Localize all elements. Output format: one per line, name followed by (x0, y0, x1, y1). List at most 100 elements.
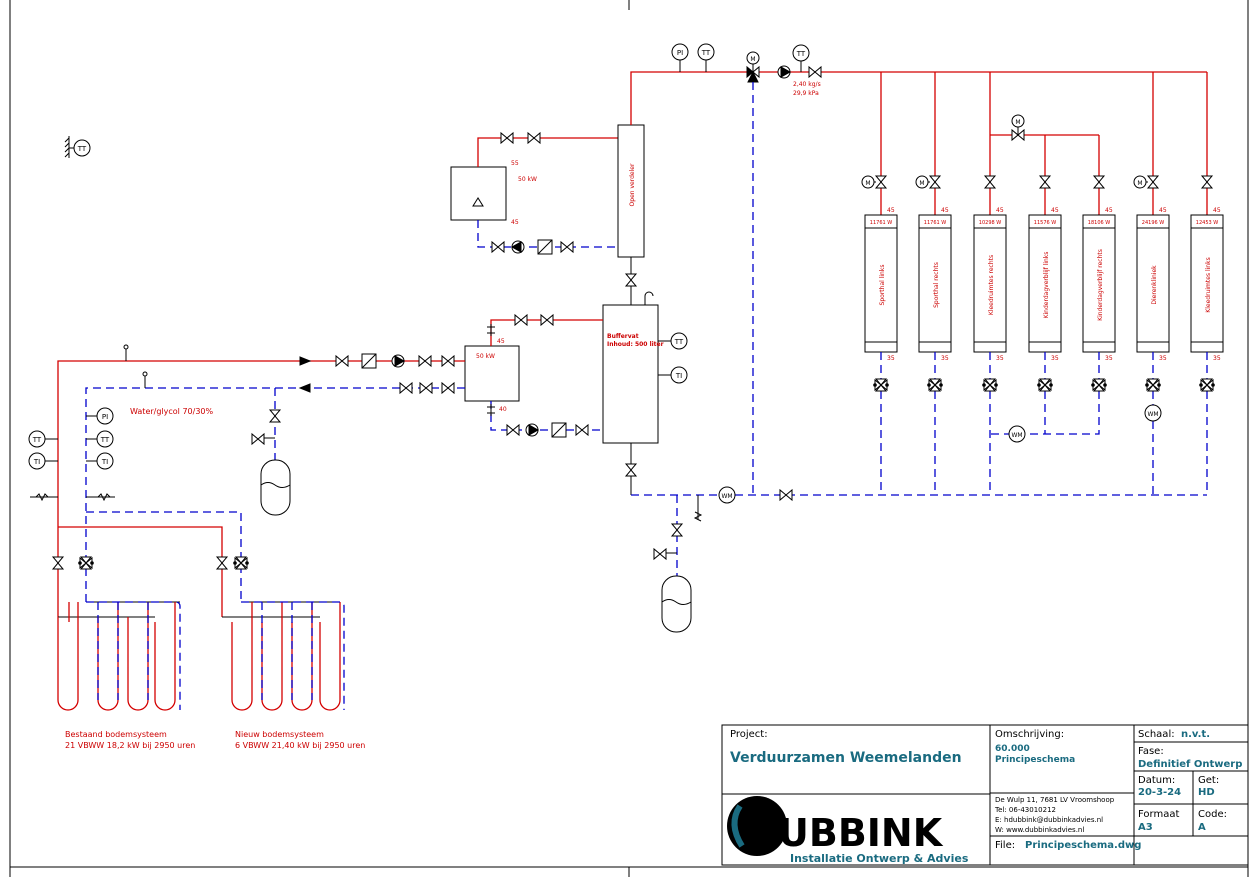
svg-text:PI: PI (677, 49, 683, 57)
glycol-tt-supply: TT (28, 430, 58, 448)
group-1: M 11761 W Sporthal rechts 45 35 (915, 72, 952, 495)
svg-text:Open verdeler: Open verdeler (629, 163, 636, 206)
svg-text:Dierenkliniek: Dierenkliniek (1151, 265, 1158, 305)
svg-text:Principeschema: Principeschema (995, 755, 1075, 765)
soil-loops-existing (57, 601, 181, 711)
svg-text:50 kW: 50 kW (476, 353, 495, 360)
svg-text:File:: File: (995, 840, 1015, 851)
soil-loops-new (222, 601, 345, 711)
expansion-vessel-right (653, 547, 692, 633)
svg-text:21 VBWW 18,2 kW bij 2950: 21 VBWW 18,2 kW bij 2950 uren (65, 741, 195, 750)
svg-text:TI: TI (33, 458, 40, 466)
svg-text:35: 35 (1105, 355, 1113, 362)
svg-text:45: 45 (497, 338, 505, 345)
svg-text:10298 W: 10298 W (979, 220, 1001, 226)
svg-text:35: 35 (1051, 355, 1059, 362)
svg-text:35: 35 (996, 355, 1004, 362)
svg-text:Code:: Code: (1198, 809, 1227, 820)
svg-text:TT: TT (100, 436, 110, 444)
svg-text:Inhoud: 500 liter: Inhoud: 500 liter (607, 341, 664, 348)
group-water-meter: WM (1008, 425, 1026, 443)
svg-text:Sporthal links: Sporthal links (879, 265, 886, 306)
top-tt-sensor: TT (697, 43, 715, 72)
svg-text:Fase:: Fase: (1138, 746, 1164, 757)
flow-meter-tt: TT 2,40 kg/s 29,9 kPa (792, 44, 821, 97)
outdoor-temperature-sensor: TT (64, 136, 91, 158)
svg-text:6 VBWW 21,40 kW bij 2950: 6 VBWW 21,40 kW bij 2950 uren (235, 741, 365, 750)
svg-text:TT: TT (674, 338, 684, 346)
svg-text:45: 45 (941, 207, 949, 214)
svg-text:60.000: 60.000 (995, 744, 1030, 754)
group-0: M 11761 W Sporthal links 45 35 (861, 72, 898, 495)
glycol-tt-return: TT (86, 430, 114, 448)
svg-text:Principeschema.dwg: Principeschema.dwg (1025, 840, 1141, 851)
svg-text:Verduurzamen Weemelanden: Verduurzamen Weemelanden (730, 750, 962, 766)
svg-text:50 kW: 50 kW (518, 176, 537, 183)
svg-text:35: 35 (1159, 355, 1167, 362)
svg-text:M: M (1015, 119, 1020, 126)
medium-label: Water/glycol 70/30% (130, 407, 213, 416)
soil-label-existing: Bestaand bodemsysteem 21 VBWW 18,2 kW bi… (65, 730, 195, 750)
svg-text:Buffervat: Buffervat (607, 333, 639, 340)
soil-label-new: Nieuw bodemsysteem 6 VBWW 21,40 kW bij 2… (235, 730, 365, 750)
svg-text:De Wulp 11, 7681 LV Vroomshoop: De Wulp 11, 7681 LV Vroomshoop (995, 796, 1115, 804)
glycol-pi-gauge: PI (86, 407, 114, 425)
svg-text:Kinderdagverblijf links: Kinderdagverblijf links (1043, 252, 1050, 319)
svg-text:55: 55 (511, 160, 519, 167)
svg-text:45: 45 (1159, 207, 1167, 214)
svg-text:M: M (865, 180, 870, 187)
svg-text:M: M (750, 56, 755, 63)
svg-text:Nieuw bodemsysteem: Nieuw bodemsysteem (235, 730, 324, 739)
svg-text:11576 W: 11576 W (1034, 220, 1056, 226)
svg-text:45: 45 (1105, 207, 1113, 214)
svg-text:Bestaand bodemsysteem: Bestaand bodemsysteem (65, 730, 167, 739)
svg-text:M: M (919, 180, 924, 187)
svg-text:Kinderdagverblijf rechts: Kinderdagverblijf rechts (1097, 249, 1104, 321)
svg-text:n.v.t.: n.v.t. (1181, 729, 1210, 740)
company-logo: UBBINK D Installatie Ontwerp & Advies (727, 796, 969, 865)
svg-text:WM: WM (721, 493, 732, 500)
svg-text:Schaal:: Schaal: (1138, 729, 1175, 740)
svg-text:45: 45 (996, 207, 1004, 214)
svg-text:Omschrijving:: Omschrijving: (995, 729, 1064, 740)
svg-text:Datum:: Datum: (1138, 775, 1175, 786)
svg-text:Definitief Ontwerp: Definitief Ontwerp (1138, 759, 1242, 770)
svg-text:24196 W: 24196 W (1142, 220, 1164, 226)
svg-text:12453 W: 12453 W (1196, 220, 1218, 226)
title-block: Project: Verduurzamen Weemelanden Omschr… (721, 724, 1249, 866)
top-pi-gauge: PI (671, 43, 689, 72)
svg-text:45: 45 (511, 219, 519, 226)
svg-text:35: 35 (1213, 355, 1221, 362)
svg-text:A3: A3 (1138, 822, 1153, 833)
svg-text:TT: TT (77, 145, 87, 153)
svg-text:35: 35 (941, 355, 949, 362)
svg-text:Installatie Ontwerp & Advies: Installatie Ontwerp & Advies (790, 852, 969, 865)
svg-text:40: 40 (499, 406, 507, 413)
svg-text:11761 W: 11761 W (924, 220, 946, 226)
svg-text:TT: TT (701, 49, 711, 57)
heat-unit: 55 50 kW 45 (450, 160, 537, 226)
buffer-ti-sensor: TI (658, 366, 688, 384)
group-2: 10298 W Kleedruimtes rechts 45 35 (973, 72, 1007, 495)
svg-text:2,40 kg/s: 2,40 kg/s (793, 81, 821, 88)
svg-text:UBBINK: UBBINK (778, 811, 944, 855)
glycol-ti-return: TI (86, 452, 114, 470)
svg-text:TI: TI (675, 372, 682, 380)
svg-text:45: 45 (1213, 207, 1221, 214)
svg-text:WM: WM (1011, 432, 1022, 439)
svg-text:45: 45 (887, 207, 895, 214)
open-verdeler: Open verdeler (617, 124, 645, 258)
svg-text:Kleedruimtes rechts: Kleedruimtes rechts (988, 255, 995, 315)
svg-text:Sporthal rechts: Sporthal rechts (933, 262, 940, 308)
svg-text:Get:: Get: (1198, 775, 1219, 786)
svg-text:20-3-24: 20-3-24 (1138, 787, 1181, 798)
svg-text:11761 W: 11761 W (870, 220, 892, 226)
svg-text:Project:: Project: (730, 729, 768, 740)
svg-text:W: www.dubbinkadvies.nl: W: www.dubbinkadvies.nl (995, 826, 1084, 834)
heat-exchanger: 50 kW 45 40 (464, 338, 520, 413)
svg-text:Formaat: Formaat (1138, 809, 1179, 820)
group-3: 11576 W Kinderdagverblijf links 45 35 (1028, 135, 1062, 434)
svg-text:WM: WM (1147, 411, 1158, 418)
svg-text:TI: TI (101, 458, 108, 466)
svg-text:E: hdubbink@dubbinkadvies.nl: E: hdubbink@dubbinkadvies.nl (995, 816, 1103, 824)
